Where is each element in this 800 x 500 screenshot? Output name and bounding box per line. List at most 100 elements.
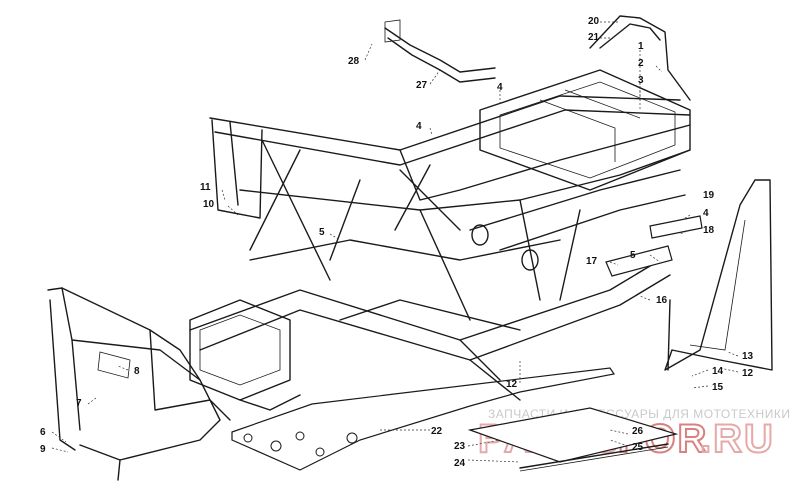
leader-line	[364, 43, 373, 61]
rear-crossmember	[469, 169, 681, 231]
lower-rail-left	[189, 289, 501, 381]
front-upright-right	[229, 121, 239, 206]
center-x-brace	[394, 164, 431, 231]
leader-line	[221, 189, 226, 201]
bracket-18	[649, 215, 703, 239]
bracket-17	[605, 245, 673, 277]
callout-22: 22	[431, 426, 443, 437]
callout-20: 20	[588, 16, 600, 27]
cargo-bed-outline	[479, 69, 691, 191]
leader-line	[51, 447, 69, 453]
frame-top-rail-left	[209, 95, 681, 151]
skid-strip-edge	[519, 446, 669, 472]
rear-side-frame-inner	[689, 219, 746, 351]
callout-10: 10	[203, 199, 215, 210]
callout-8: 8	[134, 366, 140, 377]
callout-4: 4	[416, 121, 422, 132]
frame-mount-bushing	[521, 249, 539, 271]
cargo-bed-inner	[499, 81, 676, 179]
frame-diagonal	[329, 179, 361, 261]
rear-side-frame-post	[667, 299, 671, 371]
center-x-brace	[399, 169, 461, 231]
callout-27: 27	[416, 80, 428, 91]
callout-3: 3	[638, 75, 644, 86]
front-box-leg	[239, 394, 301, 411]
callout-18: 18	[703, 225, 715, 236]
upper-brace	[387, 37, 496, 83]
leader-line	[727, 351, 739, 357]
upper-cage-bar	[599, 23, 661, 49]
frame-diagonal	[261, 139, 331, 281]
callout-14: 14	[712, 366, 724, 377]
callout-26: 26	[632, 426, 644, 437]
watermark-logo-ru: .RU	[700, 417, 775, 461]
frame-mid-rail	[239, 149, 691, 211]
leader-line	[429, 69, 441, 85]
skid-plate-hole	[243, 433, 253, 443]
lower-cross	[249, 239, 561, 261]
front-upright-left	[211, 119, 263, 219]
rear-side-frame-outer	[664, 179, 773, 371]
frame-diagonal	[249, 149, 301, 251]
leader-line	[87, 397, 97, 405]
skid-plate-hole	[270, 440, 282, 452]
rear-side-frame	[664, 179, 773, 371]
lower-cross	[339, 299, 521, 331]
callout-19: 19	[703, 190, 715, 201]
callout-4: 4	[497, 82, 503, 93]
rear-skid-plate	[467, 407, 679, 463]
leader-line	[655, 65, 663, 73]
brace-mount-plate	[384, 19, 401, 43]
leader-lines	[51, 21, 739, 463]
callout-21: 21	[588, 32, 600, 43]
front-box-inner	[199, 314, 281, 386]
rear-crossmember	[499, 194, 686, 251]
lower-rail-rear	[459, 259, 661, 341]
front-bumper	[47, 287, 231, 481]
callout-9: 9	[40, 444, 46, 455]
callout-2: 2	[638, 58, 644, 69]
callout-23: 23	[454, 441, 466, 452]
callout-12: 12	[742, 368, 754, 379]
leader-line	[609, 261, 619, 266]
leader-line	[679, 229, 691, 235]
main-skid-plate	[231, 367, 616, 471]
skid-plate-hole	[315, 447, 325, 457]
front-bumper-brace	[149, 329, 231, 421]
leader-line	[691, 369, 709, 377]
frame-mount-bushing	[471, 224, 489, 246]
lower-rail-right	[199, 309, 521, 401]
upper-brace	[384, 27, 496, 73]
leader-line	[639, 295, 651, 301]
cargo-bed-rib	[564, 89, 641, 119]
callout-15: 15	[712, 382, 724, 393]
callout-11: 11	[200, 182, 211, 193]
callout-5: 5	[319, 227, 325, 238]
leader-line	[609, 429, 629, 435]
callout-28: 28	[348, 56, 360, 67]
front-bumper-tube	[71, 339, 201, 381]
leader-line	[609, 439, 629, 447]
frame-top-rail-right	[214, 109, 691, 166]
leader-line	[429, 127, 433, 136]
skid-strip	[519, 443, 669, 469]
callout-7: 7	[76, 398, 82, 409]
leader-line	[467, 439, 501, 447]
front-bumper-tube	[49, 299, 76, 451]
leader-line	[117, 365, 129, 371]
callout-17: 17	[586, 256, 598, 267]
callout-4: 4	[703, 208, 709, 219]
skid-plates	[231, 367, 679, 472]
cargo-bed-rib	[539, 99, 616, 162]
frame-diagonal	[559, 209, 581, 301]
callout-13: 13	[742, 351, 754, 362]
callout-24: 24	[454, 458, 466, 469]
main-frame	[189, 69, 691, 411]
leader-line	[719, 367, 739, 373]
frame-diagonal	[419, 209, 471, 321]
leader-line	[51, 431, 67, 443]
frame-cross-top	[399, 124, 691, 201]
skid-plate-hole	[295, 431, 305, 441]
callout-6: 6	[40, 427, 46, 438]
